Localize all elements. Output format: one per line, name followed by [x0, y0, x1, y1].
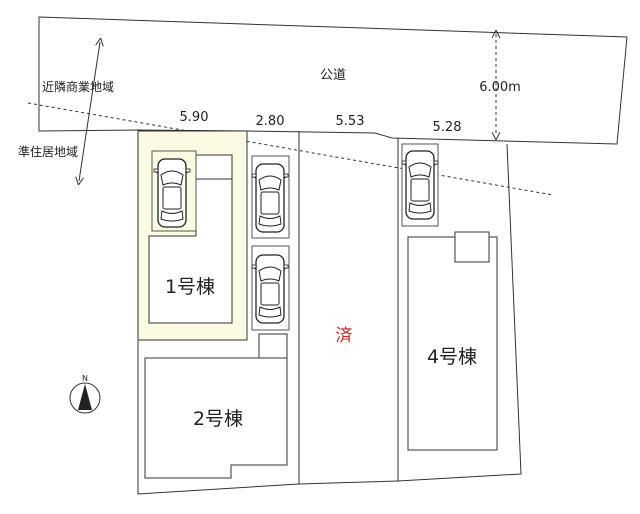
north-compass-icon: N — [69, 374, 101, 414]
building-4 — [407, 236, 498, 451]
car-icon — [251, 163, 289, 233]
frontage-dim-lot3: 5.53 — [336, 114, 365, 129]
frontage-dim-lot4: 5.28 — [433, 120, 462, 135]
frontage-dim-lot2: 2.80 — [256, 114, 285, 129]
building-1-label: 1号棟 — [165, 276, 215, 298]
sold-mark: 済 — [336, 326, 353, 346]
road-width-label: 6.00m — [479, 80, 521, 95]
building-4-annex — [454, 231, 490, 263]
zone-arrow — [79, 42, 100, 181]
lot-outline-right — [397, 143, 522, 482]
building-1-annex — [195, 154, 233, 180]
building-4-label: 4号棟 — [427, 346, 477, 368]
car-icon — [251, 254, 289, 324]
zone-residential-label: 準住居地域 — [18, 144, 78, 159]
road-label: 公道 — [320, 68, 346, 83]
public-road — [38, 16, 628, 145]
zone-boundary-line — [27, 102, 554, 196]
compass-label: N — [82, 374, 88, 383]
lot-3-bottom — [298, 480, 399, 485]
zone-commercial-label: 近隣商業地域 — [42, 79, 114, 94]
car-icon — [153, 158, 191, 228]
car-icon — [401, 150, 439, 220]
frontage-dim-lot1: 5.90 — [180, 110, 209, 125]
building-2-label: 2号棟 — [193, 408, 243, 430]
building-2-annex — [258, 333, 288, 359]
